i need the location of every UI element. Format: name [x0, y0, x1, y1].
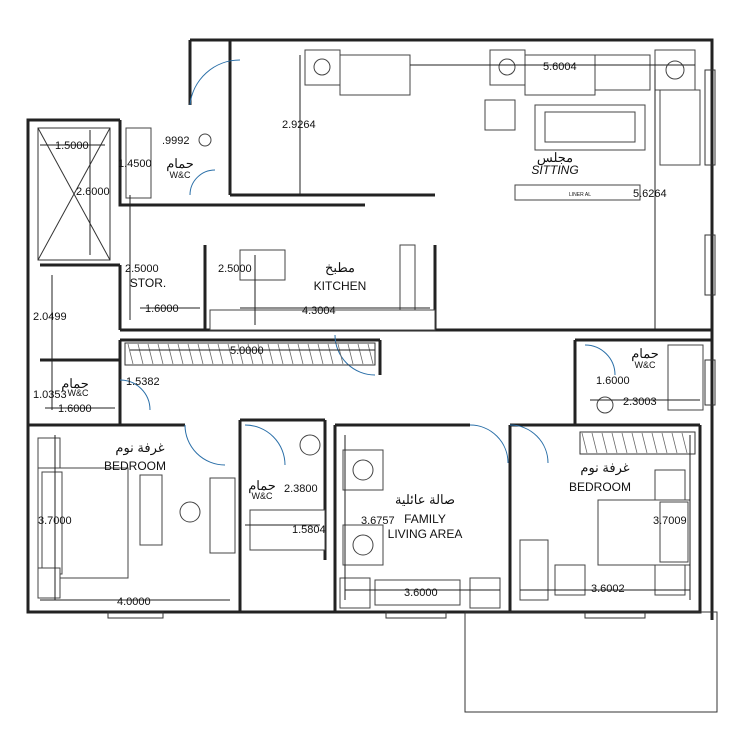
dim-wc-right-h: 2.3003 [623, 396, 657, 408]
dim-void-h: 2.6000 [76, 186, 110, 198]
wc-top-label-en: W&C [170, 170, 191, 180]
dimension-lines [40, 55, 700, 601]
dim-wc-left-h: 1.0353 [33, 389, 67, 401]
sitting-label-ar: مجلس [537, 150, 573, 166]
doors [119, 59, 616, 466]
wc-right-label-ar: حمام [631, 346, 659, 362]
kitchen-label-ar: مطبخ [325, 260, 355, 276]
family-label-ar: صالة عائلية [395, 492, 455, 507]
dim-sitting-w: 5.6004 [543, 61, 577, 73]
dim-corridor-h: 1.5382 [126, 376, 160, 388]
bedroom-left-label-ar: غرفة نوم [115, 440, 164, 456]
family-label-en-1: FAMILY [404, 512, 446, 526]
dim-void-w: 1.5000 [55, 140, 89, 152]
bedroom-left-label-en: BEDROOM [104, 459, 166, 473]
dim-kitchen-w: 4.3004 [302, 305, 336, 317]
wardrobe-hatch [127, 343, 688, 454]
dim-bed-left-h: 3.7000 [38, 515, 72, 527]
bedroom-right-label-ar: غرفة نوم [580, 460, 629, 476]
dim-corridor-w: 5.0000 [230, 345, 264, 357]
wc-top-label-ar: حمام [166, 156, 194, 172]
storage-label: STOR. [130, 276, 166, 290]
room-labels: مجلس SITTING LINER AL مطبخ KITCHEN STOR.… [61, 150, 659, 541]
dim-wc-right-w: 1.6000 [596, 375, 630, 387]
dim-bed-right-h: 3.7009 [653, 515, 687, 527]
dim-wc-top-w: .9992 [162, 135, 190, 147]
wc-left-label-ar: حمام [61, 376, 89, 392]
bedroom-right-label-en: BEDROOM [569, 480, 631, 494]
dim-wc-left-w: 1.6000 [58, 403, 92, 415]
wc-left-label-en: W&C [68, 388, 89, 398]
kitchen-label-en: KITCHEN [314, 279, 367, 293]
dimension-labels: 5.6004 5.6264 2.9264 1.5000 2.6000 .9992… [33, 61, 687, 608]
dim-kitchen-h: 2.5000 [218, 263, 252, 275]
dim-wc-mid-w: 1.5804 [292, 524, 326, 536]
furniture [37, 49, 704, 609]
wc-mid-label-en: W&C [252, 491, 273, 501]
family-label-en-2: LIVING AREA [388, 527, 463, 541]
dim-wc-top-h: 1.4500 [118, 158, 152, 170]
dim-stor-h: 2.5000 [125, 263, 159, 275]
dim-family-w: 3.6000 [404, 587, 438, 599]
dim-bed-right-w: 3.6002 [591, 583, 625, 595]
dim-sitting-h: 5.6264 [633, 188, 667, 200]
dim-bed-left-w: 4.0000 [117, 596, 151, 608]
dim-left-room-h: 2.0499 [33, 311, 67, 323]
dim-stor-w: 1.6000 [145, 303, 179, 315]
dim-family-h: 3.6757 [361, 515, 395, 527]
outer-walls [26, 38, 718, 713]
sitting-label-en: SITTING [531, 163, 578, 177]
tv-label: LINER AL [569, 192, 591, 198]
wc-right-label-en: W&C [635, 360, 656, 370]
dim-top-left-h: 2.9264 [282, 119, 316, 131]
wc-mid-label-ar: حمام [248, 478, 276, 494]
dim-wc-mid-h: 2.3800 [284, 483, 318, 495]
